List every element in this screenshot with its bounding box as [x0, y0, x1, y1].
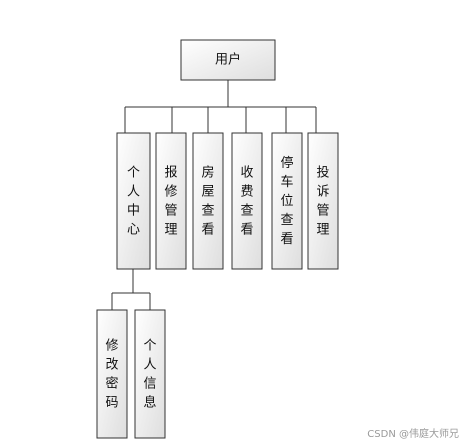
child-node-fee-label: 收费查看	[240, 165, 253, 237]
connectors	[111, 80, 317, 310]
child-node-fee: 收费查看	[231, 132, 263, 270]
child-node-personal-label: 个人中心	[127, 165, 140, 237]
child-node-repair: 报修管理	[155, 132, 187, 270]
subchild-node-info: 个人信息	[134, 309, 166, 439]
child-node-complaint-label: 投诉管理	[316, 164, 329, 237]
subchild-node-info-label: 个人信息	[143, 338, 156, 410]
child-node-repair-label: 报修管理	[164, 165, 177, 237]
child-node-house-label: 房屋查看	[201, 164, 214, 237]
child-node-house: 房屋查看	[192, 132, 224, 270]
child-node-parking-label: 停车位查看	[280, 155, 293, 247]
child-node-parking: 停车位查看	[271, 132, 303, 270]
root-node-label: 用户	[215, 52, 241, 68]
subchild-node-password-label: 修改密码	[105, 338, 118, 410]
child-node-personal: 个人中心	[116, 132, 151, 270]
subchild-node-password: 修改密码	[96, 309, 128, 439]
watermark-text: CSDN @伟庭大师兄	[367, 429, 459, 440]
root-node: 用户	[180, 39, 276, 81]
child-node-complaint: 投诉管理	[307, 132, 339, 270]
